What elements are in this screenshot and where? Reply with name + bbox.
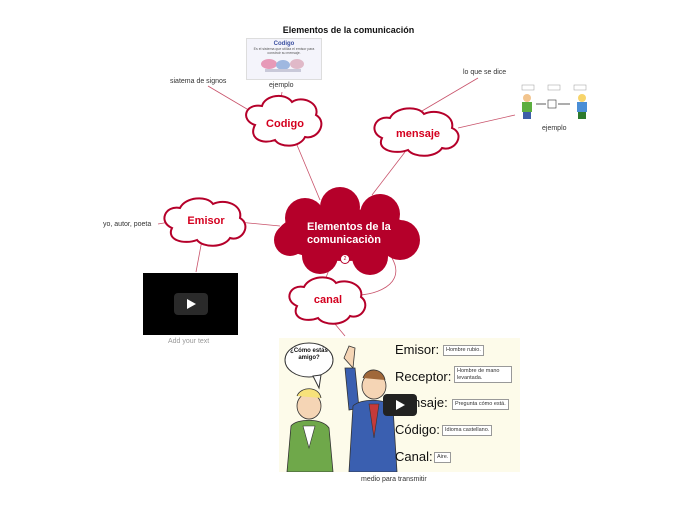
canal-value-receptor: Hombre de mano levantada. — [454, 366, 512, 384]
center-label-line1: Elementos de la — [307, 221, 391, 233]
label-codigo-ejemplo: ejemplo — [269, 82, 294, 89]
codigo-example-image[interactable]: Codigo Es el sistema que utiliza el emis… — [246, 38, 322, 80]
center-node-label[interactable]: Elementos de la comunicaciòn — [285, 221, 405, 247]
canal-value-emisor: Hombre rubio. — [443, 345, 484, 356]
mensaje-node-cloud — [373, 107, 460, 157]
play-icon[interactable] — [173, 293, 208, 315]
link-mensaje-ejemplo — [457, 114, 516, 129]
codigo-node-cloud — [245, 94, 323, 147]
label-lo-que-se-dice: lo que se dice — [463, 69, 507, 76]
mensaje-example-image[interactable] — [518, 84, 592, 122]
label-medio-para-transmitir: medio para transmitir — [361, 476, 427, 483]
canal-node-label[interactable]: canal — [313, 294, 343, 306]
canal-value-codigo: Idioma castellano. — [442, 425, 493, 436]
mensaje-node-label[interactable]: mensaje — [395, 128, 441, 140]
link-center-mensaje — [371, 151, 406, 196]
canal-value-canal: Aire. — [434, 452, 452, 463]
page-title: Elementos de la comunicación — [282, 25, 415, 35]
emisor-node-cloud — [163, 197, 247, 247]
label-siatema-de-signos: siatema de signos — [170, 78, 227, 85]
canal-term-canal: Canal: — [395, 449, 433, 464]
canal-node-cloud — [288, 276, 367, 325]
link-codigo-sistema — [207, 85, 253, 113]
codigo-image-caption: Es el sistema que utiliza el emisor para… — [253, 47, 315, 55]
center-badge[interactable]: 2 — [343, 256, 347, 262]
emisor-node-label[interactable]: Emisor — [187, 215, 225, 227]
canal-example-image[interactable]: ¿Cómo estás amigo? Emisor: Hombre rubio.… — [279, 338, 520, 472]
codigo-node-label[interactable]: Codigo — [266, 118, 304, 130]
canal-term-receptor: Receptor: — [395, 369, 452, 384]
canal-term-codigo: Código: — [395, 422, 440, 437]
canal-bubble-text: ¿Cómo estás amigo? — [290, 348, 328, 361]
link-center-codigo — [296, 144, 321, 201]
label-add-your-text: Add your text — [168, 338, 210, 345]
canal-play-icon[interactable] — [383, 394, 417, 416]
mensaje-image-figures — [521, 84, 587, 119]
link-emisor-video — [195, 239, 203, 273]
label-yo-autor-poeta: yo, autor, poeta — [103, 221, 152, 228]
codigo-image-heading: Codigo — [273, 41, 295, 47]
center-badge-circle — [340, 254, 350, 264]
center-node-cloud — [274, 187, 420, 275]
center-label-line2: comunicaciòn — [307, 234, 381, 246]
canal-value-mensaje: Pregunta cómo está. — [452, 399, 509, 410]
canal-image-illustration — [284, 342, 398, 472]
canal-term-emisor: Emisor: — [395, 342, 440, 357]
codigo-image-figures — [261, 59, 304, 72]
label-mensaje-ejemplo: ejemplo — [542, 125, 567, 132]
emisor-video[interactable] — [143, 273, 238, 335]
